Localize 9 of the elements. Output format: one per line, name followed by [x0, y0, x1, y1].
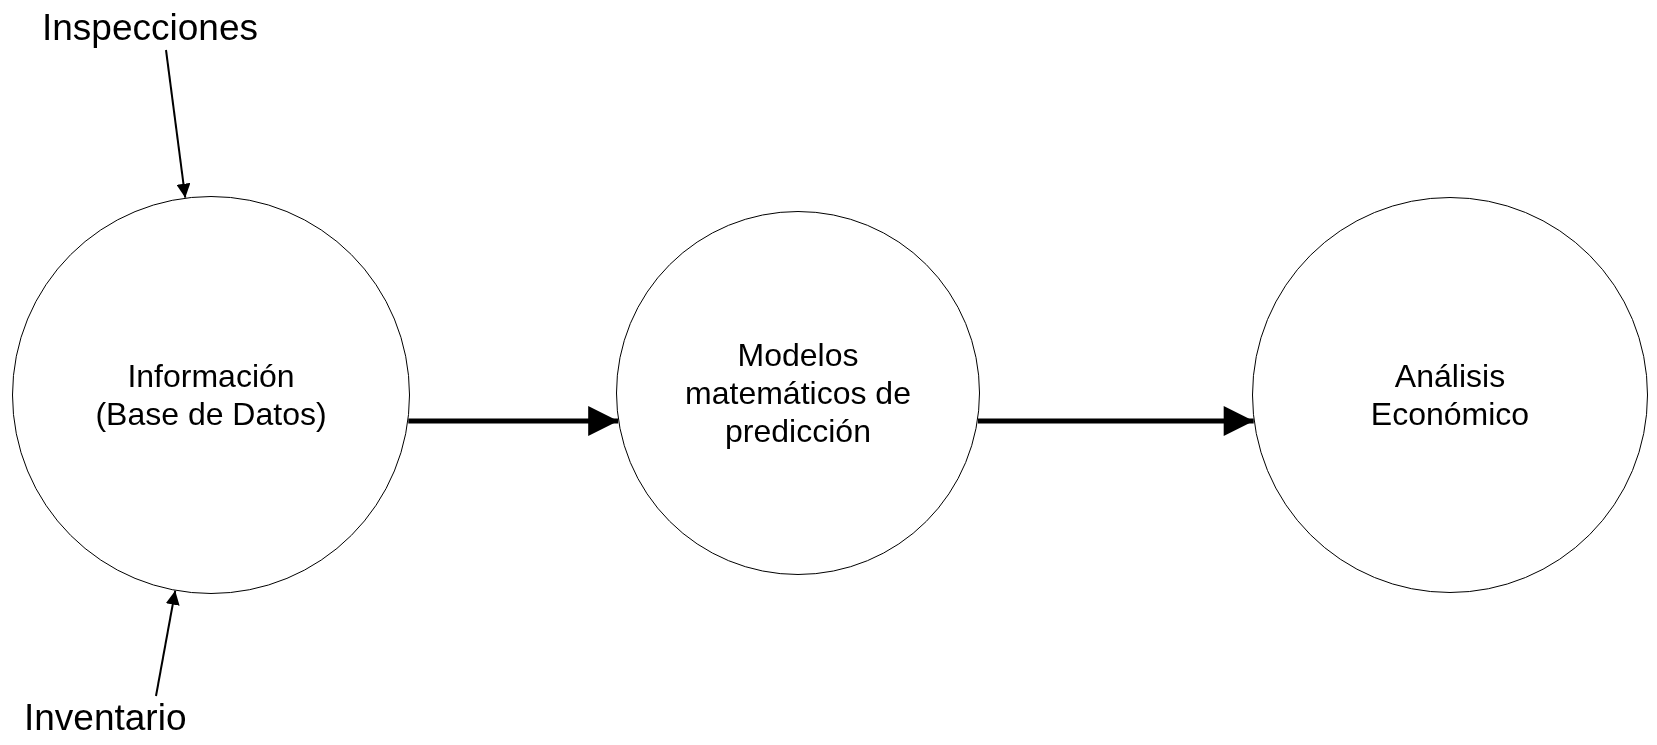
node-label: Análisis Económico [1369, 357, 1531, 433]
node-label: Información (Base de Datos) [94, 357, 328, 433]
arrow [165, 49, 191, 199]
input-label: Inspecciones [42, 6, 258, 50]
input-label: Inventario [24, 696, 187, 740]
node-label: Modelos matemáticos de predicción [684, 336, 912, 450]
arrow [155, 589, 180, 697]
arrow [408, 406, 619, 436]
arrow [977, 406, 1254, 436]
